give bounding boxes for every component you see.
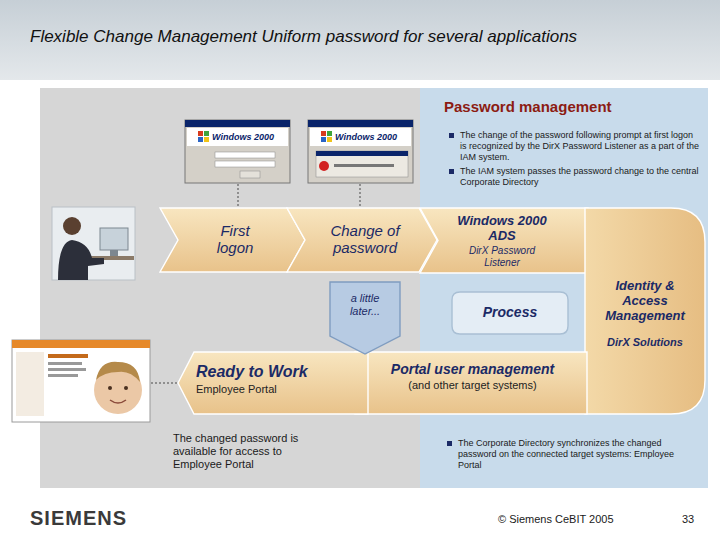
bullet-square: [449, 133, 454, 138]
node-text: DirX Password Listener: [452, 245, 552, 269]
node-outline: [330, 282, 400, 354]
directory-band: Windows 2000 ADSDirX Password Listener: [420, 208, 588, 273]
bullet-square: [447, 441, 452, 446]
leader-line: [359, 184, 361, 207]
node-outline: [420, 208, 588, 273]
leader-line: [151, 382, 177, 384]
header-rule: [0, 80, 720, 83]
node-outline: [355, 352, 587, 414]
process-chevron: First logon: [160, 208, 305, 272]
screenshot-logo: Windows 2000: [335, 132, 409, 143]
node-text: The change of the password following pro…: [460, 130, 700, 163]
node-text: Portal user management: [375, 361, 570, 377]
node-text: DirX Solutions: [595, 336, 695, 349]
node-text: Password management: [444, 98, 694, 116]
portal-chevron: Ready to WorkEmployee Portal: [178, 352, 368, 414]
screenshot-logo: Windows 2000: [212, 132, 286, 143]
password-change-screenshot: [308, 120, 413, 183]
node-text: Windows 2000 ADS: [442, 213, 562, 243]
header-bar: [0, 0, 720, 80]
node-outline: [420, 88, 708, 488]
delay-arrow: a little later...: [330, 282, 400, 354]
portal-screenshot: [12, 340, 150, 422]
node-text: Identity & Access Management: [595, 278, 695, 323]
node-text: First logon: [205, 222, 265, 256]
leader-line: [237, 184, 239, 207]
footer-text: © Siemens CeBIT 2005: [498, 513, 658, 526]
node-text: Change of password: [315, 222, 415, 256]
node-text: The Corporate Directory synchronizes the…: [458, 438, 700, 471]
node-text: The IAM system passes the password chang…: [460, 166, 700, 188]
content-ground: [40, 88, 708, 488]
company-logo: SIEMENS: [30, 507, 170, 529]
process-chevron: Change of password: [287, 208, 437, 272]
node-outline: [160, 208, 305, 272]
portal-band: Portal user management (and other target …: [355, 352, 587, 414]
process-box: Process: [452, 292, 568, 334]
node-text: a little later...: [336, 292, 394, 318]
page-number: 33: [682, 513, 712, 526]
node-text: (and other target systems): [375, 379, 570, 392]
node-text: Process: [460, 304, 560, 321]
logon-screenshot: [185, 120, 290, 183]
iam-band: Identity & Access ManagementDirX Solutio…: [585, 208, 705, 414]
note-text: The changed password is available for ac…: [173, 432, 323, 471]
bullet-square: [449, 169, 454, 174]
node-outline: [452, 292, 568, 334]
password-panel: Password managementThe change of the pas…: [420, 88, 708, 488]
node-text: Employee Portal: [196, 383, 362, 396]
node-outline: [287, 208, 437, 272]
node-outline: [585, 208, 705, 414]
slide-title: Flexible Change Management Uniform passw…: [30, 26, 700, 47]
person-photo: [52, 207, 135, 280]
node-outline: [178, 352, 368, 414]
node-text: Ready to Work: [196, 362, 362, 381]
